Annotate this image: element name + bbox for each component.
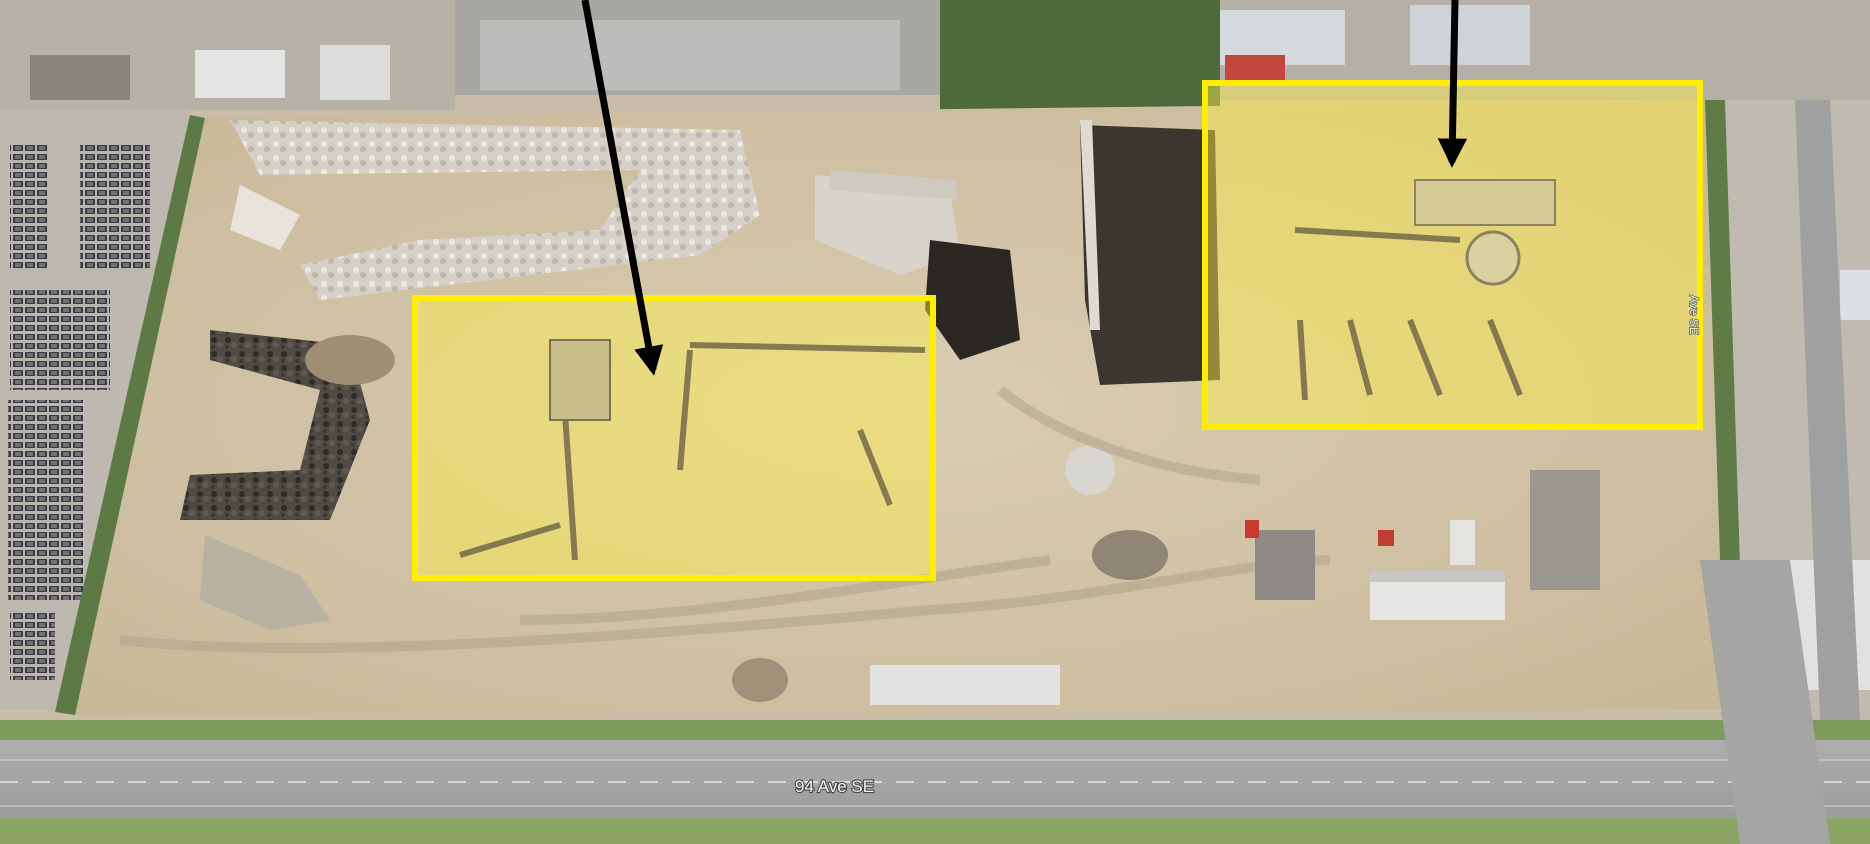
annotation-arrows: [581, 0, 1468, 376]
parking-lot-west: [8, 145, 150, 680]
plant-structures: [549, 179, 1556, 421]
trailers-north: [30, 5, 1530, 100]
arrow-crushing-plant: [581, 0, 664, 376]
road-label-side: Ave SE: [1687, 295, 1701, 335]
road-label-94-ave-se: 94 Ave SE: [795, 777, 874, 796]
arrow-processing-plant: [1437, 0, 1468, 168]
highway: [0, 100, 1870, 844]
highlight-box-crushing-plant: [412, 295, 936, 581]
haul-roads: [119, 386, 1331, 654]
stockpiles: [180, 120, 1220, 705]
